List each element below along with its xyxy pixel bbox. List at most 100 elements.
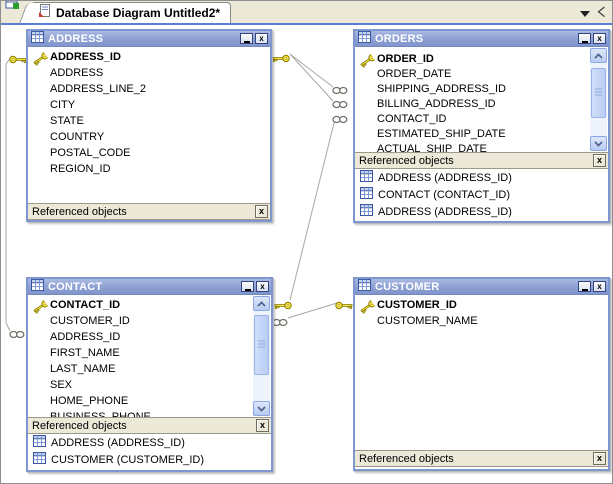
minimize-icon	[581, 288, 588, 291]
field-list: CONTACT_ID CUSTOMER_ID ADDRESS_ID FIRST_…	[28, 295, 271, 417]
window-titlebar[interactable]: ADDRESS x	[28, 30, 270, 47]
tab-bar: Database Diagram Untitled2*	[1, 1, 612, 23]
table-window-orders[interactable]: ORDERS x ORDER_ID ORDER_DATE SHIPPING_AD…	[353, 29, 610, 223]
close-panel-button[interactable]: x	[255, 205, 268, 218]
minimize-button[interactable]	[241, 281, 254, 292]
field-row[interactable]: ACTUAL_SHIP_DATE	[377, 142, 487, 153]
field-row[interactable]: ADDRESS	[50, 67, 104, 79]
referenced-objects-label: Referenced objects	[32, 419, 127, 432]
chain-link-icon[interactable]	[272, 314, 288, 332]
window-title: CONTACT	[48, 280, 103, 293]
field-row[interactable]: COUNTRY	[50, 131, 105, 143]
field-row[interactable]: ESTIMATED_SHIP_DATE	[377, 127, 506, 140]
scroll-up-button[interactable]	[590, 48, 607, 63]
field-row[interactable]: CONTACT_ID	[28, 297, 271, 315]
close-icon: x	[260, 281, 265, 291]
tab-controls	[580, 5, 606, 23]
key-icon[interactable]	[274, 297, 292, 315]
minimize-icon	[581, 40, 588, 43]
referenced-objects-bar: Referenced objects x	[355, 152, 608, 169]
close-panel-button[interactable]: x	[256, 419, 269, 432]
close-button[interactable]: x	[256, 281, 269, 292]
field-row[interactable]: ADDRESS_LINE_2	[50, 83, 146, 95]
chain-link-icon[interactable]	[9, 326, 25, 344]
key-icon[interactable]	[9, 51, 27, 69]
field-row[interactable]: CITY	[50, 99, 76, 111]
minimize-button[interactable]	[578, 281, 591, 292]
referenced-object-row[interactable]: ADDRESS (ADDRESS_ID)	[355, 203, 608, 220]
window-title: ADDRESS	[48, 32, 104, 45]
close-button[interactable]: x	[593, 281, 606, 292]
close-button[interactable]: x	[593, 33, 606, 44]
field-row[interactable]: CONTACT_ID	[377, 112, 447, 125]
vertical-scrollbar[interactable]	[253, 296, 270, 416]
referenced-objects-label: Referenced objects	[32, 205, 127, 218]
referenced-object-row[interactable]: CUSTOMER (CUSTOMER_ID)	[28, 451, 271, 468]
close-icon: x	[259, 33, 264, 43]
table-icon	[358, 278, 371, 296]
referenced-objects-label: Referenced objects	[359, 452, 454, 465]
close-button[interactable]: x	[255, 33, 268, 44]
field-row[interactable]: HOME_PHONE	[50, 395, 129, 407]
field-row[interactable]: LAST_NAME	[50, 363, 116, 375]
field-row[interactable]: SEX	[50, 379, 73, 391]
window-titlebar[interactable]: CUSTOMER x	[355, 278, 608, 296]
field-row[interactable]: BILLING_ADDRESS_ID	[377, 97, 496, 110]
scroll-tabs-left-icon[interactable]	[597, 5, 606, 23]
referenced-object-row[interactable]: CONTACT (CONTACT_ID)	[355, 186, 608, 203]
minimize-icon	[244, 288, 251, 291]
field-row[interactable]: ORDER_DATE	[377, 67, 452, 80]
field-row[interactable]: REGION_ID	[50, 163, 111, 175]
table-window-customer[interactable]: CUSTOMER x CUSTOMER_ID CUSTOMER_NAME Ref…	[353, 277, 610, 471]
table-window-address[interactable]: ADDRESS x ADDRESS_ID ADDRESS ADDRESS_LIN…	[26, 29, 272, 222]
field-row[interactable]: CUSTOMER_ID	[355, 297, 608, 315]
scrollbar-track[interactable]	[253, 311, 270, 401]
new-diagram-icon[interactable]	[5, 1, 21, 11]
referenced-objects-bar: Referenced objects x	[28, 417, 271, 434]
table-icon	[33, 434, 46, 452]
chain-link-icon[interactable]	[332, 111, 348, 129]
window-titlebar[interactable]: ORDERS x	[355, 30, 608, 48]
scroll-down-button[interactable]	[253, 401, 270, 416]
field-row[interactable]: BUSINESS_PHONE	[50, 411, 151, 417]
close-icon: x	[596, 453, 602, 463]
referenced-objects-list: ADDRESS (ADDRESS_ID) CUSTOMER (CUSTOMER_…	[28, 434, 271, 468]
field-row[interactable]: FIRST_NAME	[50, 347, 120, 359]
close-icon: x	[259, 420, 265, 430]
field-list: CUSTOMER_ID CUSTOMER_NAME	[355, 295, 608, 450]
scroll-up-button[interactable]	[253, 296, 270, 311]
window-titlebar[interactable]: CONTACT x	[28, 278, 271, 295]
field-row[interactable]: ADDRESS_ID	[28, 49, 270, 67]
field-row[interactable]: CUSTOMER_NAME	[377, 315, 478, 327]
referenced-objects-bar: Referenced objects x	[28, 203, 270, 220]
referenced-objects-label: Referenced objects	[359, 154, 454, 167]
tab-underline	[1, 23, 612, 25]
key-icon[interactable]	[272, 50, 290, 68]
tab-database-diagram[interactable]: Database Diagram Untitled2*	[31, 2, 231, 23]
field-row[interactable]: POSTAL_CODE	[50, 147, 131, 159]
minimize-button[interactable]	[578, 33, 591, 44]
tab-list-dropdown-icon[interactable]	[580, 11, 590, 17]
window-title: CUSTOMER	[375, 280, 440, 293]
field-row[interactable]: CUSTOMER_ID	[50, 315, 130, 327]
close-panel-button[interactable]: x	[593, 154, 606, 167]
scrollbar-thumb[interactable]	[254, 315, 269, 375]
field-list: ADDRESS_ID ADDRESS ADDRESS_LINE_2 CITY S…	[28, 47, 270, 203]
minimize-button[interactable]	[240, 33, 253, 44]
field-row[interactable]: SHIPPING_ADDRESS_ID	[377, 82, 506, 95]
scroll-down-button[interactable]	[590, 136, 607, 151]
key-icon[interactable]	[335, 297, 353, 315]
field-row[interactable]: STATE	[50, 115, 84, 127]
field-row[interactable]: ADDRESS_ID	[50, 331, 121, 343]
referenced-object-row[interactable]: ADDRESS (ADDRESS_ID)	[355, 169, 608, 186]
close-panel-button[interactable]: x	[593, 452, 606, 465]
vertical-scrollbar[interactable]	[590, 48, 607, 151]
referenced-object-row[interactable]: ADDRESS (ADDRESS_ID)	[28, 434, 271, 451]
scrollbar-thumb[interactable]	[591, 68, 606, 118]
table-window-contact[interactable]: CONTACT x CONTACT_ID CUSTOMER_ID ADDRESS…	[26, 277, 273, 472]
field-row[interactable]: ORDER_ID	[355, 51, 608, 69]
scrollbar-track[interactable]	[590, 63, 607, 136]
field-list: ORDER_ID ORDER_DATE SHIPPING_ADDRESS_ID …	[355, 47, 608, 152]
table-icon	[358, 30, 371, 48]
